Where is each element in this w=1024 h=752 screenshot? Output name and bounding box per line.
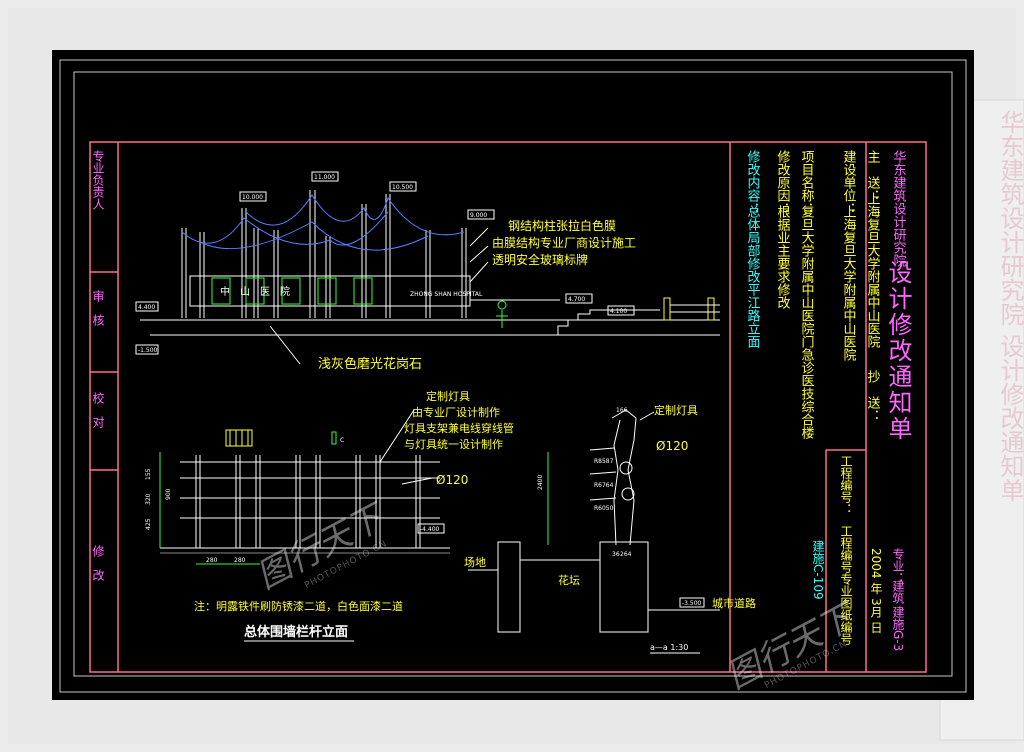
client: 上海复旦大学附属中山医院 [841,205,857,361]
copy-label: 抄 送： [865,370,881,422]
note-lamp-1: 定制灯具 [426,389,470,403]
level-4100: 4.100 [610,308,627,315]
section-title: a—a 1:30 [650,643,688,652]
ghost-institute: 华东建筑设计研究院 [996,110,1024,326]
note-membrane-1: 钢结构柱张拉白色膜 [508,218,616,233]
note-paint: 注：明露铁件刷防锈漆二道，白色面漆二道 [194,599,403,613]
level-11000: 11.000 [314,174,335,181]
label-bed: 花坛 [558,574,580,587]
railing-level: -4.400 [420,526,440,533]
project-no-label: 工程编号： [839,455,853,515]
section-a-a: R8587 R6764 R6050 166 2400 264 36 -3.500… [464,403,756,654]
level-minus-1500: -1.500 [138,347,158,354]
ghost-title-echo: 华东建筑设计研究院 设计修改通知单 [948,110,1024,730]
specialty: 建筑 [891,580,905,604]
sign-text: 中 山 医 院 [220,285,290,298]
dim-r8587: R8587 [594,458,614,465]
dim-280-a: 280 [206,557,218,564]
title-block: 华东建筑设计研究院 设计修改通知单 主 送： 上海复旦大学附属中山医院 抄 送：… [745,150,913,651]
sign-modify: 修 改 [91,544,105,582]
recipient: 上海复旦大学附属中山医院 [865,192,881,348]
dim-r6050: R6050 [594,505,614,512]
dim-166: 166 [616,407,628,414]
sign-review: 审 核 [91,289,105,326]
note-lamp-4: 与灯具统一设计制作 [404,438,503,451]
railing-title: 总体围墙栏杆立面 [244,624,348,640]
dim-155: 155 [145,468,152,480]
reason: 根据业主要求修改 [775,205,791,309]
date: 2004 年 3月 日 [869,548,883,634]
note-membrane-2: 由膜结构专业厂商设计施工 [492,235,636,250]
railing-elevation: C 155 320 425 900 280 280 -4.400 定制灯具 由专… [145,389,514,642]
level-4700: 4.700 [568,296,585,303]
sign-text-en: ZHONG SHAN HOSPITAL [410,291,483,298]
note-lamp-2: 由专业厂设计制作 [412,405,500,419]
content: 总体局部修改平江路立面 [745,205,761,348]
section-diameter: Ø120 [656,439,688,453]
svg-text:C: C [340,437,344,444]
dim-425: 425 [145,518,152,530]
specialty-label: 专业： [891,547,905,584]
section-level: -3.500 [682,600,702,607]
sign-head-responsible: 专业负责人 [91,149,105,210]
note-membrane-3: 透明安全玻璃标牌 [492,252,588,267]
sign-column: 专业负责人 审 核 校 对 修 改 [91,149,105,582]
ghost-title: 设计修改通知单 [996,333,1024,502]
sheet-label: 工程编号专业图纸编号 [839,525,853,645]
level-10000: 10.000 [242,194,263,201]
railing-diameter: Ø120 [436,473,468,487]
inner-border [73,71,953,677]
label-site: 场地 [464,555,486,569]
dim-2400: 2400 [537,475,544,490]
level-10500: 10.500 [392,184,413,191]
reason-label: 修改原因： [775,150,791,215]
note-lamp-3: 灯具支架兼电线穿线管 [404,421,514,435]
note-granite: 浅灰色磨光花岗石 [318,356,422,372]
sheet-no: 建施G-3 [891,606,905,652]
dim-264: 264 [620,551,632,558]
institute-name: 华东建筑设计研究院 [891,150,907,267]
code: 建施C-109 [811,540,825,600]
level-9000: 9.000 [470,212,487,219]
section-note-lamp: 定制灯具 [654,403,698,417]
recipient-label: 主 送： [865,150,881,202]
dim-280-b: 280 [234,557,246,564]
notice-title: 设计修改通知单 [884,260,912,442]
gate-elevation: 中 山 医 院 ZHONG SHAN HOSPITAL 10.000 11.00… [135,171,720,372]
dim-36: 36 [612,551,620,558]
dim-900: 900 [165,488,172,500]
content-label: 修改内容： [745,150,761,215]
level-4400: 4.400 [138,304,155,311]
dim-320: 320 [145,493,152,505]
drawing-sheet [52,50,974,700]
dim-r6764: R6764 [594,482,614,489]
project: 复旦大学附属中山医院门急诊医技综合楼 [799,205,815,439]
label-road: 城市道路 [712,596,756,610]
title-frame [89,141,927,673]
outer-border [59,59,967,693]
client-label: 建设单位： [841,150,857,215]
project-label: 项目名称： [799,150,815,215]
sign-check: 校 对 [91,391,105,428]
